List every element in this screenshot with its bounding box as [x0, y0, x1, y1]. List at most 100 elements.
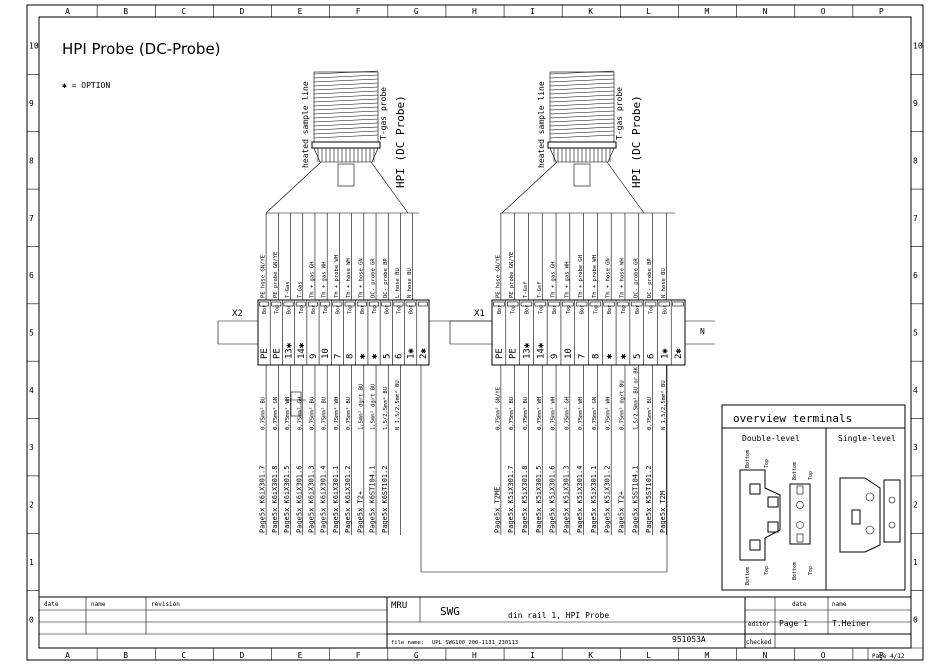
terminal-tag: Bor [287, 305, 293, 314]
terminal-number: 7 [333, 354, 343, 359]
svg-text:Top: Top [764, 566, 770, 575]
page-reference: Page5x K5iX301.8 [521, 466, 529, 533]
single-level-label: Single-level [838, 434, 896, 443]
author-name: T.Heiner [832, 619, 871, 628]
page-reference: Page5x K5iX301.6 [549, 466, 557, 533]
page-reference: Page5x K6ST104.1 [369, 466, 377, 533]
wire-label: N hose BU [661, 268, 667, 298]
page-reference: Page5x K5iX301.1 [590, 466, 598, 533]
sample-line-label: heated sample line [537, 81, 546, 168]
wire-label: L hose BU [395, 268, 401, 298]
cable-label: 1,5mm² dgrt BU [357, 384, 364, 430]
strip-label-x2: X2 [232, 309, 243, 319]
wire-label: T-Gas [285, 281, 291, 298]
cable-label: N 1,5/2,5mm² BU [660, 380, 667, 430]
row-label: 0 [29, 615, 34, 624]
cable-label: 0,75mm² BU [308, 397, 315, 430]
column-label: K [588, 7, 593, 16]
column-label: A [65, 7, 70, 16]
strip-label-x1: X1 [474, 309, 485, 319]
wire-label: DC- probe BP [383, 258, 389, 298]
cable-label: 0,75mm² WH [536, 397, 543, 430]
wire-label: Th + gas WH [564, 262, 570, 298]
wire-label: T-Gas [297, 281, 303, 298]
terminal-tag: Top [593, 305, 599, 314]
name-header: name [91, 601, 106, 608]
column-label: C [181, 651, 186, 660]
column-label: N [763, 7, 768, 16]
terminal-number: PE [272, 348, 282, 359]
editor-label: editor [748, 621, 770, 628]
terminal-tag: Top [566, 305, 572, 314]
terminal-number: ✱ [605, 353, 615, 359]
overview-terminals-panel: overview terminals Double-level Single-l… [721, 404, 906, 591]
terminal-number: 13✱ [522, 342, 532, 359]
terminal-number: 8 [346, 354, 356, 359]
wire-label: T-Gsf [537, 281, 543, 298]
row-label: 9 [29, 99, 34, 108]
device-name: SWG [440, 605, 460, 618]
row-label: 10 [29, 42, 39, 51]
terminal-tag: Bor [311, 305, 317, 314]
page-reference: Page5x K5ST104.1 [631, 466, 639, 533]
page-reference: Page5x K5iX301.4 [576, 466, 584, 533]
svg-text:Bottom: Bottom [745, 567, 751, 585]
terminal-number: 6 [647, 354, 657, 359]
date-header: date [44, 601, 59, 608]
page-reference: Page5x K5ST101.2 [645, 466, 653, 533]
terminal-tag: Bor [662, 305, 668, 314]
terminal-tag: Bor [580, 305, 586, 314]
wire-label: PE probe GN/YE [509, 252, 515, 298]
terminal-number: 1✱ [407, 348, 417, 359]
column-label: P [879, 7, 884, 16]
terminal-tag: Top [372, 305, 378, 314]
page-text: Page 1 [779, 619, 808, 628]
cable-label: 0,75mm² GN/YE [494, 387, 501, 430]
row-label: 1 [913, 558, 918, 567]
date-header-right: date [792, 601, 807, 608]
row-label: 0 [913, 615, 918, 624]
wire-label: DC- probe GR [633, 258, 639, 298]
page-reference: Page5x K5iX301.7 [507, 466, 515, 533]
page-reference: Page5x K6iX301.7 [259, 466, 267, 533]
terminal-number: ✱ [358, 353, 368, 359]
column-label: G [414, 651, 419, 660]
tgas-probe-label: T-gas probe [615, 87, 624, 140]
terminal-tag: Top [538, 305, 544, 314]
page-number: Page 4/12 [872, 653, 905, 660]
column-label: F [356, 651, 361, 660]
cable-label: 0,75mm² GH [563, 397, 570, 430]
cable-label: 0,75mm² BU [508, 397, 515, 430]
checked-label: checked [746, 639, 772, 646]
cable-label: N 1,5/2,5mm² BU [394, 380, 401, 430]
page-reference: Page5x T2ME [493, 487, 501, 533]
single-level-terminal-drawing [839, 477, 901, 553]
row-label: 6 [29, 271, 34, 280]
cable-label: 0,75mm² GN [591, 397, 598, 430]
svg-text:Top: Top [808, 566, 814, 575]
wire-label: N hose BU [407, 268, 413, 298]
page-reference: Page5x T2+ [617, 491, 625, 533]
page-reference: Page5x K5iX301.3 [562, 466, 570, 533]
wire-label: Th + probe WH [334, 255, 340, 298]
terminal-number: PE [509, 348, 519, 359]
svg-text:Bottom: Bottom [792, 562, 798, 580]
name-header-right: name [832, 601, 847, 608]
terminal-tag: Top [396, 305, 402, 314]
cable-label: 0,75mm² WH [605, 397, 612, 430]
page-reference: Page5x T2M [659, 491, 667, 533]
row-label: 2 [29, 501, 34, 510]
terminal-number: PE [260, 348, 270, 359]
page-reference: Page5x K6ST101.2 [381, 466, 389, 533]
column-label: D [239, 7, 244, 16]
column-label: M [705, 7, 710, 16]
terminal-number: ✱ [619, 353, 629, 359]
file-name-label: file name: [391, 640, 424, 646]
terminal-number: 1✱ [660, 348, 670, 359]
wire-label: Th + gas WH [322, 262, 328, 298]
terminal-number: PE [495, 348, 505, 359]
column-label: P [879, 651, 884, 660]
